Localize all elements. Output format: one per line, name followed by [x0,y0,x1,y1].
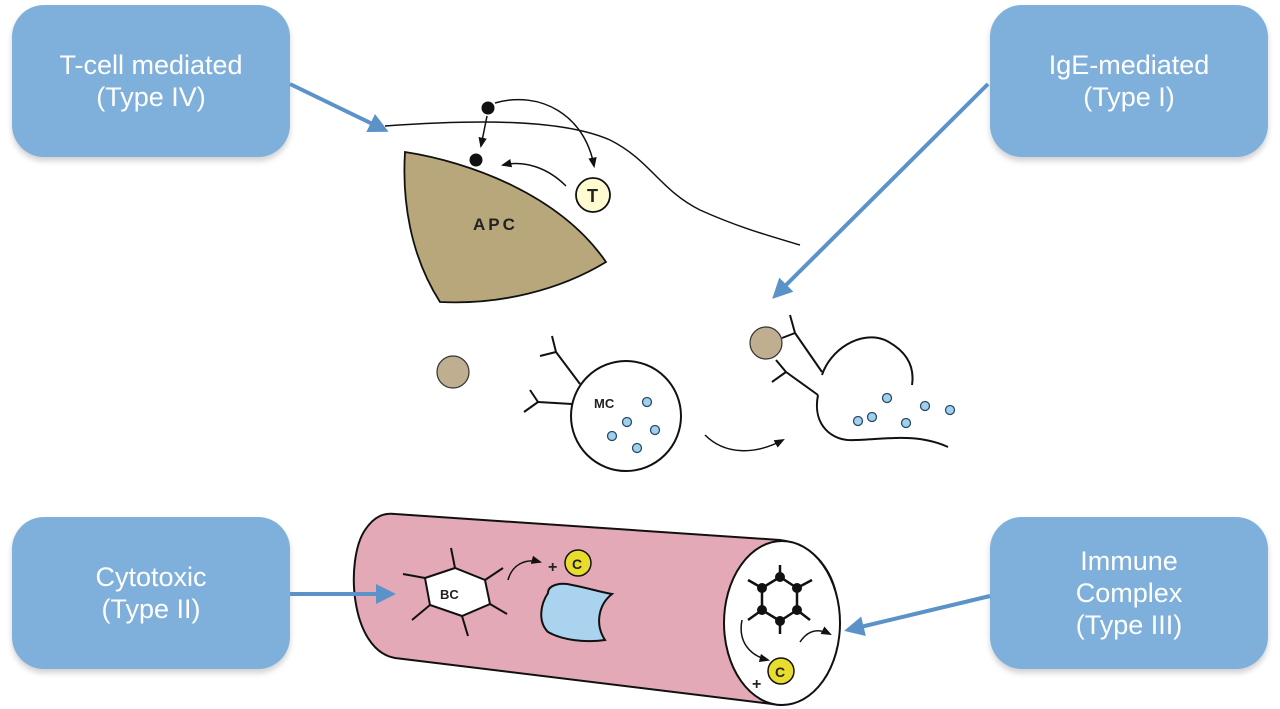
type-ii-title: Cytotoxic [95,562,207,592]
type-i-illustration: MC [436,314,956,472]
type-iii-title-2: Complex [1075,578,1183,608]
complement-top-label: C [572,556,582,572]
type-iii-callout: Immune Complex (Type III) [990,517,1268,669]
tissue-line [384,121,801,246]
b-cell-label: BC [440,587,459,602]
degranulating-mast-cell [815,336,949,448]
complement-arrow-out [799,626,832,643]
arrow-t-to-apc [500,159,567,187]
type-iv-title: T-cell mediated [59,50,243,80]
complement-top [564,549,592,577]
arrow-type-i [772,82,990,299]
mast-cell-label: MC [594,396,615,411]
allergen [436,355,470,389]
type-iii-title-1: Immune [1080,546,1178,576]
type-ii-subtitle: (Type II) [101,594,201,624]
antigen-dot [469,153,483,167]
immune-complex [747,565,813,634]
t-cell-label: T [587,186,598,206]
arrow-antigen-down [478,115,488,149]
antigen-dot [481,101,495,115]
apc-cell [403,150,608,304]
type-iv-subtitle: (Type IV) [96,82,206,112]
type-i-callout: IgE-mediated (Type I) [990,5,1268,157]
bound-allergen [749,326,783,360]
pointer-arrows [289,82,991,636]
b-cell: BC [402,547,508,637]
complement-bottom [767,657,795,685]
complement-arrow-down [740,619,771,663]
type-iii-subtitle: (Type III) [1075,610,1183,640]
target-cell [540,582,615,643]
complement-bottom-label: C [775,664,785,680]
degranulation-arrow [704,434,785,452]
t-cell [575,177,611,213]
type-i-title: IgE-mediated [1048,50,1210,80]
type-i-subtitle: (Type I) [1083,82,1175,112]
plus-sign-bottom: + [752,676,761,693]
apc-label: APC [473,215,518,234]
arrow-type-iv [289,82,389,133]
type-ii-callout: Cytotoxic (Type II) [12,517,290,669]
vessel-illustration: BC + C + C [352,512,841,707]
mast-cell [570,360,682,472]
plus-sign-top: + [548,559,557,576]
arrow-type-iii [844,594,991,636]
type-iv-callout: T-cell mediated (Type IV) [12,5,290,157]
complement-arrow-top [507,555,543,581]
type-iv-illustration: APC T [384,98,801,304]
arrow-antigen-to-t [494,98,597,169]
